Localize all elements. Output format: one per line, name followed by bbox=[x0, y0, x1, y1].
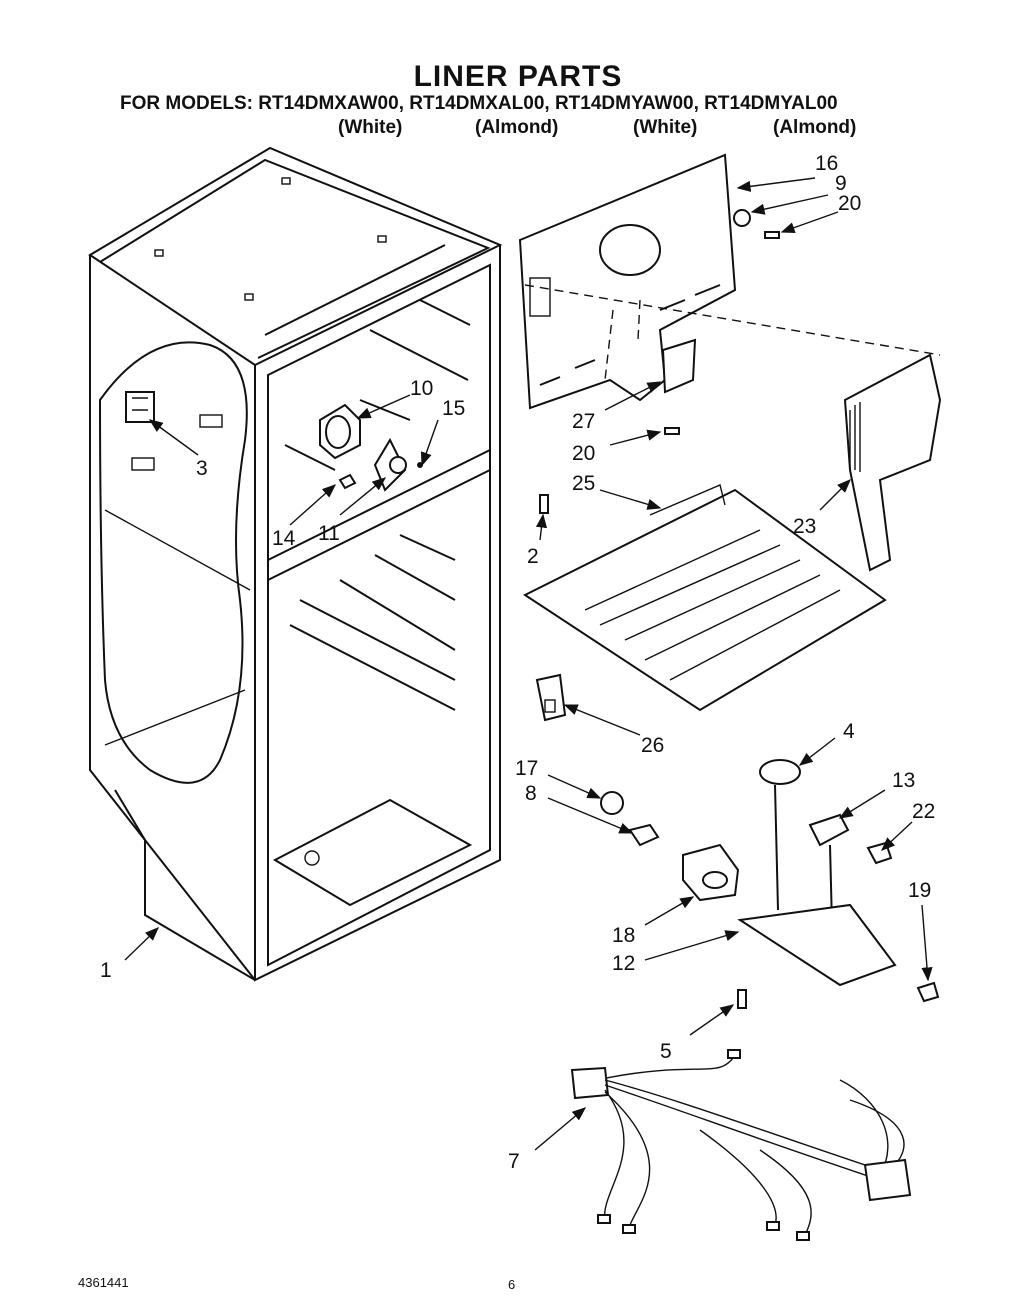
callout-12: 12 bbox=[612, 952, 635, 975]
part-25-shelf bbox=[522, 484, 887, 712]
models-line: FOR MODELS: RT14DMXAW00, RT14DMXAL00, RT… bbox=[120, 93, 838, 114]
callout-27: 27 bbox=[572, 410, 595, 433]
page-number: 6 bbox=[508, 1277, 516, 1292]
finish-label-1: (White) bbox=[338, 117, 403, 138]
part-26-block bbox=[535, 673, 567, 722]
callout-9: 9 bbox=[835, 172, 847, 195]
callout-20-mid: 20 bbox=[572, 442, 595, 465]
callout-10: 10 bbox=[410, 377, 433, 400]
finish-label-3: (White) bbox=[633, 117, 698, 138]
callout-14: 14 bbox=[272, 527, 296, 550]
page-title: LINER PARTS bbox=[413, 60, 623, 93]
callout-4: 4 bbox=[843, 720, 855, 743]
callout-18: 18 bbox=[612, 924, 635, 947]
leader-lines bbox=[124, 177, 933, 1151]
callout-13: 13 bbox=[892, 769, 915, 792]
document-number: 4361441 bbox=[78, 1275, 129, 1290]
part-2-screw bbox=[539, 494, 549, 514]
part-3-socket bbox=[125, 391, 155, 423]
callout-2: 2 bbox=[527, 545, 539, 568]
callout-16: 16 bbox=[815, 152, 838, 175]
fan-motor-assembly bbox=[284, 399, 423, 492]
callout-11: 11 bbox=[318, 522, 340, 545]
callout-5: 5 bbox=[660, 1040, 672, 1063]
callout-20-top: 20 bbox=[838, 192, 861, 215]
callout-7: 7 bbox=[508, 1150, 520, 1173]
callout-1: 1 bbox=[100, 959, 112, 982]
callout-17: 17 bbox=[515, 757, 538, 780]
callout-3: 3 bbox=[196, 457, 208, 480]
part-23-duct-cover bbox=[843, 353, 942, 572]
callout-25: 25 bbox=[572, 472, 595, 495]
light-assembly bbox=[600, 759, 940, 1009]
part-7-wire-harness bbox=[570, 1049, 912, 1241]
cabinet-liner bbox=[88, 146, 503, 982]
callout-23: 23 bbox=[793, 515, 816, 538]
callout-22: 22 bbox=[912, 800, 935, 823]
callout-numbers: 16 9 20 10 15 3 14 11 27 20 25 2 23 26 4… bbox=[100, 152, 935, 1173]
callout-15: 15 bbox=[442, 397, 465, 420]
callout-8: 8 bbox=[525, 782, 537, 805]
finish-label-4: (Almond) bbox=[773, 117, 857, 138]
finish-label-2: (Almond) bbox=[475, 117, 559, 138]
callout-19: 19 bbox=[908, 879, 931, 902]
part-16-rear-panel bbox=[518, 153, 941, 435]
callout-26: 26 bbox=[641, 734, 664, 757]
